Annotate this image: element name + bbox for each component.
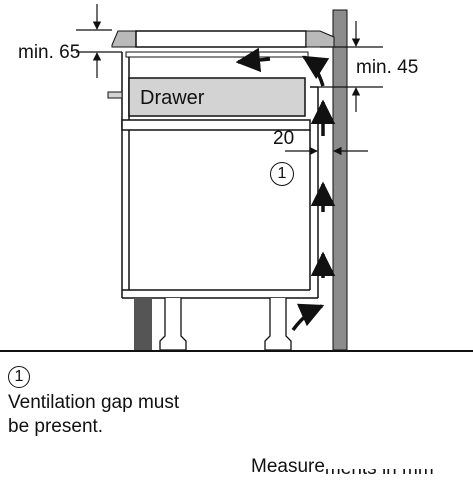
note-line-1: Ventilation gap must: [8, 392, 180, 413]
plinth: [134, 298, 152, 350]
airflow-inlet-arrow: [291, 303, 325, 332]
airflow-left-arrow: [235, 47, 271, 73]
drawer-handle: [107, 91, 123, 99]
cooktop-underbody: [125, 51, 309, 58]
gap-20-label: 20: [273, 128, 295, 149]
drawer: [128, 77, 306, 117]
dimension-min-45: [318, 21, 383, 112]
dimension-min-65: [76, 4, 122, 78]
cabinet-legs: [159, 298, 292, 351]
min-45-label: min. 45: [356, 57, 419, 78]
min-65-label: min. 65: [18, 42, 81, 63]
measurements-label: Measurements in mm: [251, 456, 434, 480]
cooktop: [111, 30, 335, 48]
airflow-turn-arrow: [301, 55, 330, 87]
drawer-label: Drawer: [140, 87, 205, 109]
marker-1: 1: [270, 162, 294, 186]
note-marker: 1: [8, 366, 30, 388]
note-marker-label: 1: [14, 368, 24, 385]
measurements-text-cut: ments in mm: [325, 469, 434, 478]
airflow-arrows: [235, 47, 336, 332]
note-line-2: be present.: [8, 416, 104, 437]
measurements-text: Measure: [251, 456, 325, 477]
marker-1-label: 1: [277, 165, 287, 182]
wall: [332, 9, 348, 351]
